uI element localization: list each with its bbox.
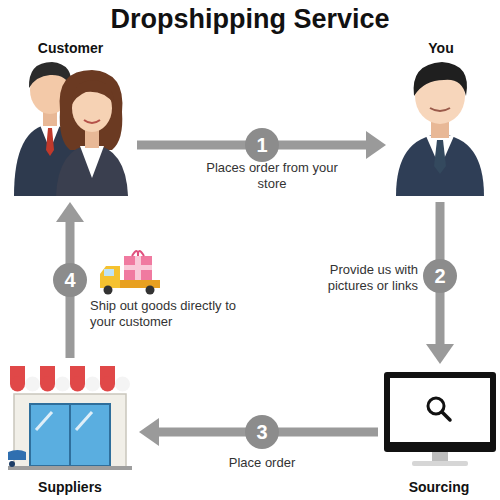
node-name: You: [428, 40, 453, 57]
node-area: Suppliers: [5, 362, 135, 496]
node-area: Sourcing: [382, 368, 496, 496]
edge-label: Place order: [200, 455, 324, 471]
callout-number: 2: [423, 259, 457, 293]
node-name: Customer: [38, 40, 103, 57]
edge-label: Ship out goods directly to your customer: [90, 298, 255, 330]
node-name: Suppliers: [38, 479, 102, 496]
diagram-title: Dropshipping Service: [0, 2, 500, 36]
callout-number: 3: [245, 415, 279, 449]
truck-icon: [100, 251, 160, 295]
customer-illustration: [14, 62, 128, 196]
arrow-head: [366, 131, 386, 159]
edge-label: Provide us with pictures or links: [310, 262, 418, 294]
you-illustration: [396, 62, 484, 196]
node-area: You: [390, 40, 492, 198]
shop-illustration: [8, 366, 132, 470]
arrow-head: [139, 418, 159, 446]
callout-number: 4: [53, 263, 87, 297]
callout-number: 1: [245, 128, 279, 162]
monitor-illustration: [384, 372, 496, 466]
node-area: Customer: [8, 40, 133, 198]
edge-label: Places order from your store: [205, 160, 339, 192]
arrow-head: [56, 202, 84, 222]
node-name: Sourcing: [409, 479, 470, 496]
arrow-head: [426, 344, 454, 364]
